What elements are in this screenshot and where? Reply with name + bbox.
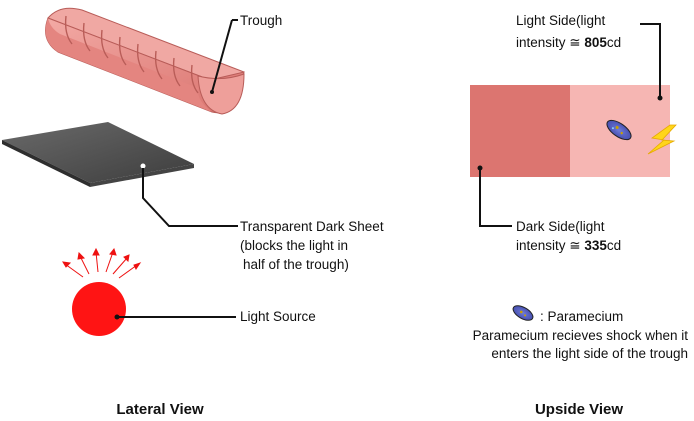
light-side-intensity-value: 805 — [584, 35, 607, 50]
trough-leader — [211, 19, 233, 93]
trough-label: Trough — [240, 13, 282, 28]
note-line1: Paramecium recieves shock when it — [473, 328, 689, 343]
legend-paramecium-icon — [512, 305, 534, 321]
legend-label: : Paramecium — [540, 309, 623, 324]
sheet-label-line3: half of the trough) — [243, 257, 349, 272]
sheet-label-line1: Transparent Dark Sheet — [240, 219, 384, 234]
dark-side-region — [470, 85, 570, 177]
dark-side-label-line2: intensity ≅ 335cd — [516, 238, 621, 253]
sheet-leader — [142, 168, 238, 227]
note-line2: enters the light side of the trough — [491, 346, 688, 361]
light-source-label: Light Source — [240, 309, 316, 324]
lateral-view-title: Lateral View — [116, 401, 204, 418]
dark-side-label-line1: Dark Side(light — [516, 219, 605, 234]
upside-trough-rect — [470, 85, 670, 177]
upside-view-title: Upside View — [535, 401, 623, 418]
light-side-label-line2: intensity ≅ 805cd — [516, 35, 621, 50]
paramecium-icon — [606, 119, 632, 141]
light-side-leader — [640, 23, 661, 98]
dark-side-intensity-value: 335 — [584, 238, 607, 253]
light-source-icon — [62, 247, 142, 336]
sheet-label-line2: (blocks the light in — [240, 238, 348, 253]
dark-sheet-icon — [2, 122, 194, 187]
trough-leader-dot — [210, 90, 214, 94]
trough-icon — [45, 7, 245, 115]
light-side-leader-dot — [657, 95, 663, 101]
dark-side-leader — [479, 168, 512, 227]
sheet-leader-dot — [140, 163, 146, 169]
light-side-label-line1: Light Side(light — [516, 13, 606, 28]
lightning-bolt-icon — [647, 124, 677, 155]
